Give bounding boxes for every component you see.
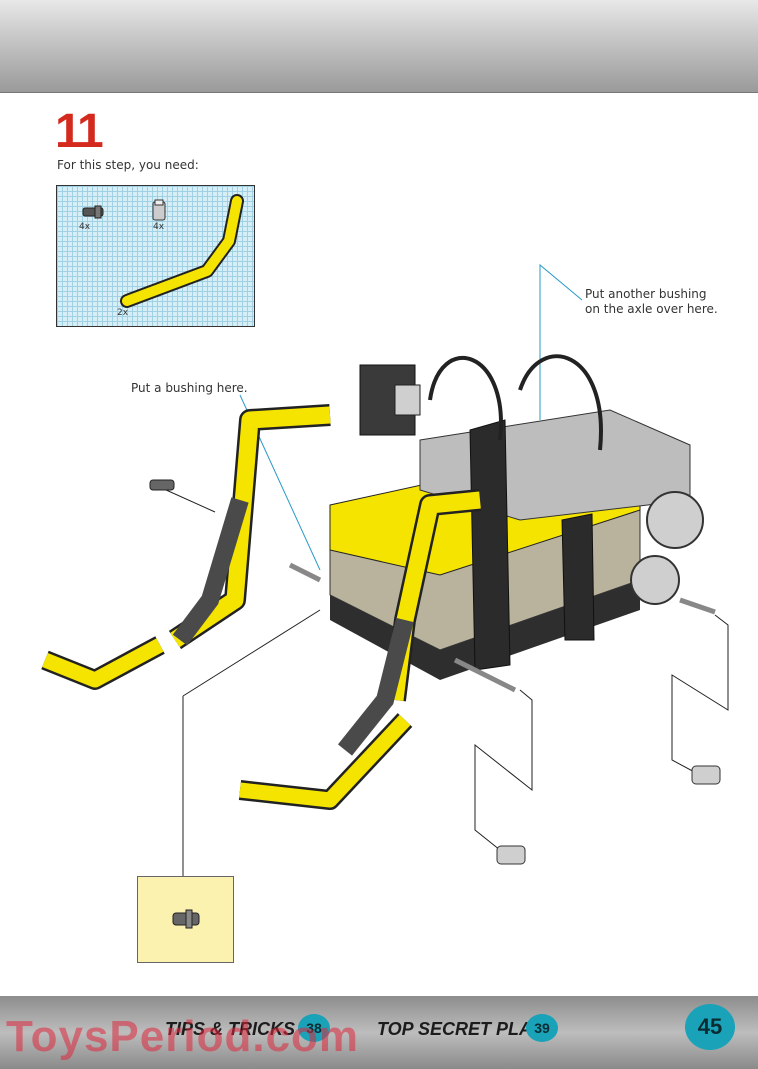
model-gear <box>630 555 680 605</box>
callout-another-bushing-1: Put another bushing <box>585 287 707 301</box>
bushing-part <box>496 845 526 865</box>
callout-another-bushing-2: on the axle over here. <box>585 302 718 316</box>
parts-list-panel: 4x 4x 2x <box>56 185 255 327</box>
qty-bent-beam: 2x <box>117 308 129 318</box>
watermark: ToysPeriod.com <box>6 1012 360 1061</box>
axle <box>679 597 716 615</box>
callout-line-right <box>539 263 583 420</box>
footer-tips-page[interactable]: 38 <box>298 1014 330 1042</box>
axle <box>288 562 322 583</box>
parts-needed-label: For this step, you need: <box>57 158 199 172</box>
footer-secret-page[interactable]: 39 <box>526 1014 558 1042</box>
qty-bushing: 4x <box>153 222 165 232</box>
page-number: 45 <box>685 1004 735 1050</box>
footer-bar <box>0 996 758 1069</box>
header-bar <box>0 0 758 93</box>
step-number: 11 <box>55 105 104 158</box>
qty-axle-pin: 4x <box>79 222 91 232</box>
bent-beam-part <box>120 194 244 308</box>
assembly-line <box>671 614 729 776</box>
axle-pin-part <box>82 205 104 219</box>
axle-pin-part <box>149 479 175 491</box>
assembly-line <box>474 689 533 851</box>
axle <box>453 657 517 693</box>
model-gear <box>646 491 704 549</box>
model-rear-beam <box>561 513 595 641</box>
model-front-beam <box>469 419 511 671</box>
inset-axle-pin <box>172 909 200 929</box>
footer-secret-link[interactable]: TOP SECRET PLANS <box>377 1019 558 1039</box>
bushing-part <box>691 765 721 785</box>
bushing-part <box>152 199 166 221</box>
parts-illustration <box>82 194 244 308</box>
model-cable <box>518 354 603 451</box>
callout-bushing-here: Put a bushing here. <box>131 381 248 395</box>
model-cable <box>428 356 503 441</box>
footer-tips-link[interactable]: TIPS & TRICKS <box>165 1019 296 1039</box>
inset-detail-box <box>137 876 234 963</box>
